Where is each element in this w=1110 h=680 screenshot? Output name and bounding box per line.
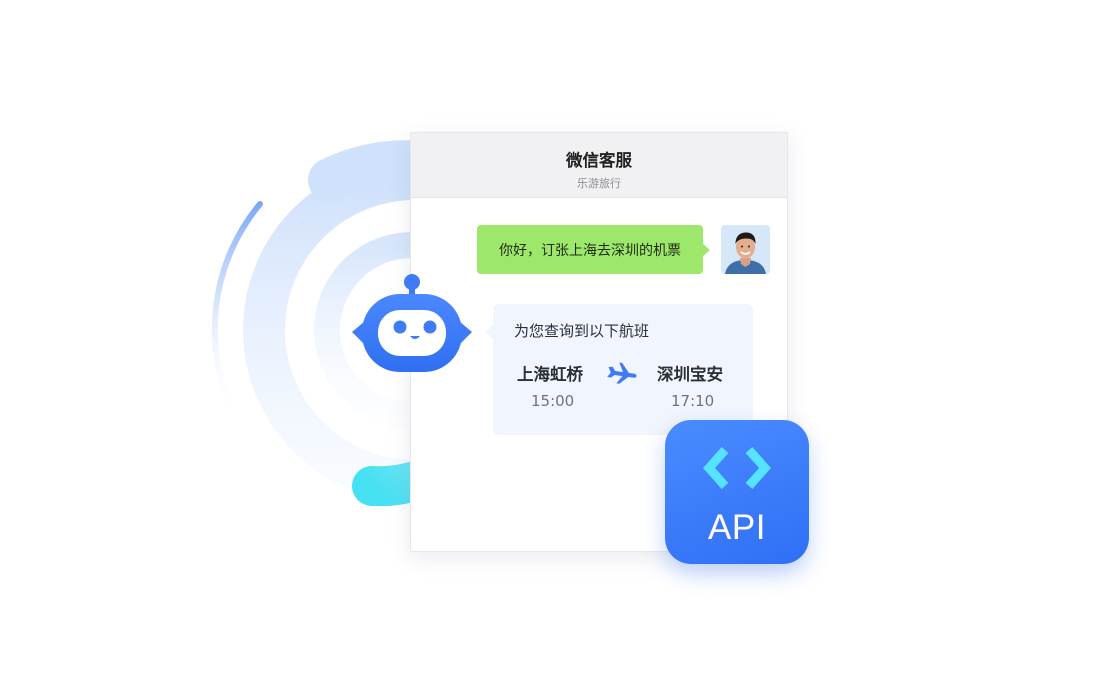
person-icon xyxy=(721,225,770,274)
api-badge: API xyxy=(665,420,809,564)
bot-reply-text: 为您查询到以下航班 xyxy=(514,322,650,340)
bot-reply-card: 为您查询到以下航班 上海虹桥 深圳宝安 15:00 17:10 xyxy=(485,304,753,435)
robot-icon xyxy=(352,274,472,372)
arrival-city: 深圳宝安 xyxy=(657,365,723,384)
arrival-time: 17:10 xyxy=(671,392,715,410)
thin-arc xyxy=(211,201,263,421)
chat-title: 微信客服 xyxy=(566,151,632,170)
departure-time: 15:00 xyxy=(531,392,575,410)
airplane-icon xyxy=(607,362,637,384)
user-message-text: 你好，订张上海去深圳的机票 xyxy=(499,242,681,259)
api-label: API xyxy=(708,508,766,547)
chat-subtitle: 乐游旅行 xyxy=(577,177,621,190)
departure-city: 上海虹桥 xyxy=(517,365,583,384)
user-avatar xyxy=(721,225,770,274)
user-message-bubble: 你好，订张上海去深圳的机票 xyxy=(477,225,710,274)
code-brackets-icon xyxy=(703,447,771,489)
chat-header: 微信客服 乐游旅行 xyxy=(411,133,787,198)
